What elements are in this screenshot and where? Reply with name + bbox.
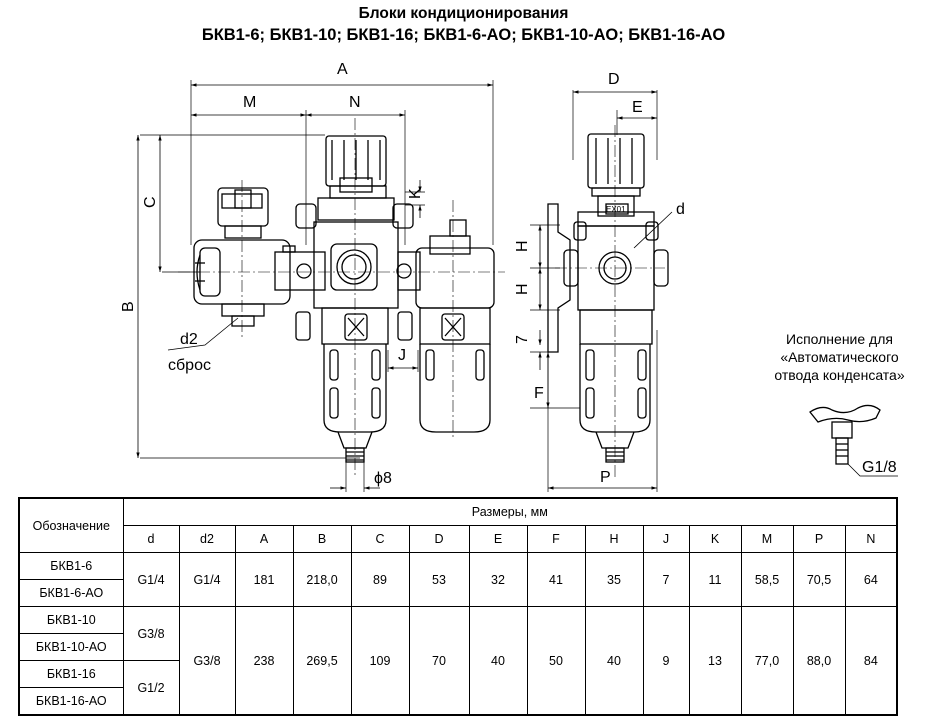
col-header: H — [584, 525, 644, 553]
table-cell: 218,0 — [292, 552, 352, 607]
table-cell: 89 — [350, 552, 410, 607]
note-line-3: отвода конденсата» — [774, 367, 905, 383]
table-cell: 70 — [408, 606, 470, 716]
table-cell: 35 — [584, 552, 644, 607]
model-cell: БКВ1-6 — [18, 552, 124, 580]
dim-H1-label: H — [514, 240, 531, 252]
col-header: B — [292, 525, 352, 553]
g18-label: G1/8 — [862, 459, 897, 476]
note-line-1: Исполнение для — [786, 331, 893, 347]
dim-P-label: P — [600, 469, 611, 486]
dim-C-label: C — [142, 196, 159, 208]
col-header: C — [350, 525, 410, 553]
table-cell: 64 — [844, 552, 898, 607]
dim-7-label: 7 — [514, 335, 531, 344]
front-view — [136, 80, 505, 492]
table-cell: 50 — [526, 606, 586, 716]
table-cell: 9 — [642, 606, 690, 716]
reset-label: сброс — [168, 357, 211, 374]
dimensions-table: Обозначение Размеры, мм d d2 A B C D E F… — [18, 497, 899, 716]
model-cell: БКВ1-16-АО — [18, 687, 124, 716]
dim-E-label: E — [632, 99, 643, 116]
dim-A-label: A — [337, 61, 348, 78]
table-cell: G1/4 — [122, 552, 180, 607]
table-cell: 88,0 — [792, 606, 846, 716]
dim-D-label: D — [608, 71, 620, 88]
table-cell: 77,0 — [740, 606, 794, 716]
dim-J-label: J — [398, 347, 406, 364]
dim-B-label: B — [120, 301, 137, 312]
col-header: d2 — [178, 525, 236, 553]
dim-H2-label: H — [514, 283, 531, 295]
marking-label: EX01 — [606, 205, 626, 214]
designation-header: Обозначение — [18, 497, 124, 553]
col-header: N — [844, 525, 898, 553]
dim-d-label: d — [676, 201, 685, 218]
technical-drawing: A M N C B K J d2 сброс ϕ8 D E d H H 7 F … — [120, 61, 898, 492]
col-header: M — [740, 525, 794, 553]
title-line-2: БКВ1-6; БКВ1-10; БКВ1-16; БКВ1-6-АО; БКВ… — [201, 26, 726, 44]
dim-N-label: N — [349, 94, 361, 111]
side-view — [530, 90, 673, 492]
table-cell: 7 — [642, 552, 690, 607]
col-header: J — [642, 525, 690, 553]
auto-drain-detail — [809, 404, 898, 477]
dim-M-label: M — [243, 94, 256, 111]
table-cell: 53 — [408, 552, 470, 607]
table-cell: 40 — [584, 606, 644, 716]
model-cell: БКВ1-6-АО — [18, 579, 124, 607]
table-cell: 238 — [234, 606, 294, 716]
auto-drain-note: Исполнение для «Автоматического отвода к… — [752, 330, 927, 384]
model-cell: БКВ1-10 — [18, 606, 124, 634]
dim-K-label: K — [407, 188, 424, 199]
col-header: P — [792, 525, 846, 553]
table-cell: 13 — [688, 606, 742, 716]
col-header: F — [526, 525, 586, 553]
note-line-2: «Автоматического — [780, 349, 899, 365]
dim-F-label: F — [534, 385, 544, 402]
table-cell: 109 — [350, 606, 410, 716]
table-cell: G3/8 — [178, 606, 236, 716]
col-header: K — [688, 525, 742, 553]
model-cell: БКВ1-16 — [18, 660, 124, 688]
phi8-label: ϕ8 — [374, 470, 392, 487]
table-cell: 40 — [468, 606, 528, 716]
col-header: A — [234, 525, 294, 553]
table-cell: 58,5 — [740, 552, 794, 607]
table-cell: 70,5 — [792, 552, 846, 607]
table-cell: G1/2 — [122, 660, 180, 716]
table-cell: G3/8 — [122, 606, 180, 661]
table-cell: 84 — [844, 606, 898, 716]
col-header: E — [468, 525, 528, 553]
table-cell: 11 — [688, 552, 742, 607]
table-cell: 32 — [468, 552, 528, 607]
table-cell: 181 — [234, 552, 294, 607]
table-cell: 269,5 — [292, 606, 352, 716]
dim-d2-label: d2 — [180, 331, 198, 348]
table-cell: 41 — [526, 552, 586, 607]
table-cell: G1/4 — [178, 552, 236, 607]
col-header: D — [408, 525, 470, 553]
title-line-1: Блоки кондиционирования — [358, 5, 569, 22]
model-cell: БКВ1-10-АО — [18, 633, 124, 661]
col-header: d — [122, 525, 180, 553]
sizes-header: Размеры, мм — [122, 497, 898, 526]
